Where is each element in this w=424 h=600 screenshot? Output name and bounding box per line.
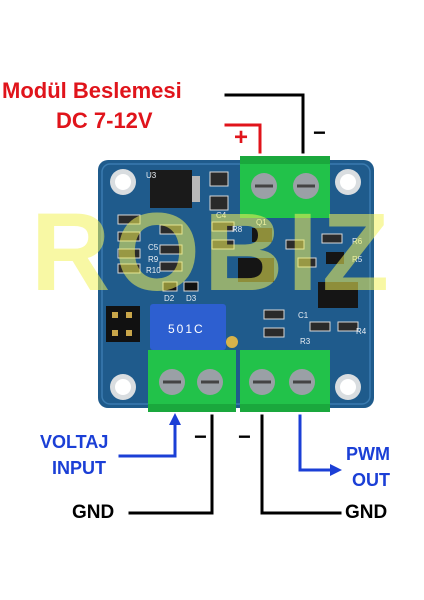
silk-c1: C1 [298,311,309,320]
pin-header [106,306,140,342]
power-supply-label: Modül Beslemesi [2,78,182,103]
mounting-hole [110,374,136,400]
silk-u3: U3 [146,171,157,180]
header-pins [112,312,132,336]
minus-sign-input: − [194,424,207,449]
pwm-out-label-line1: PWM [346,444,390,464]
regulator-chip [150,170,192,208]
mounting-hole [110,169,136,195]
transistor-right [326,252,344,264]
diode-d3 [183,281,199,292]
pwm-out-label-line2: OUT [352,470,390,490]
arrow-head-input [169,413,181,425]
regulator-tab [192,176,200,202]
silk-r10: R10 [146,266,161,275]
transistor-q1 [252,228,272,242]
terminal-block-input [148,350,236,412]
ic-chip [238,258,274,282]
silk-q1: Q1 [256,218,267,227]
silk-r4: R4 [356,327,367,336]
silk-d2: D2 [164,294,175,303]
minus-sign-output: − [238,424,251,449]
mounting-hole [335,374,361,400]
arrow-head-pwm [330,464,342,476]
silk-r6: R6 [352,237,363,246]
plus-sign: + [234,124,249,151]
gnd-right-label: GND [345,502,388,523]
trimmer-pot [150,304,226,350]
silk-r3: R3 [300,337,311,346]
silk-c5: C5 [148,243,159,252]
gnd-left-label: GND [72,502,115,523]
voltage-input-label-line2: INPUT [52,458,106,478]
trimmer-screw [226,336,238,348]
terminal-block-power [240,156,330,218]
silk-trimmer: 501C [168,322,205,336]
leader-lines [118,93,342,515]
diode-d2 [162,281,178,292]
watermark: ROBIZ [31,191,393,314]
terminal-block-output [240,350,330,412]
silk-r5: R5 [352,255,363,264]
mounting-hole [335,169,361,195]
power-voltage-label: DC 7-12V [56,108,153,133]
silk-d3: D3 [186,294,197,303]
smd-components-left [117,171,235,274]
silk-r9: R9 [148,255,159,264]
silk-r8: R8 [232,225,243,234]
ic-chip-right [318,282,358,308]
voltage-input-label-line1: VOLTAJ [40,432,109,452]
smd-components-right [263,233,359,338]
silk-c4: C4 [216,211,227,220]
minus-sign-supply: − [313,120,326,145]
